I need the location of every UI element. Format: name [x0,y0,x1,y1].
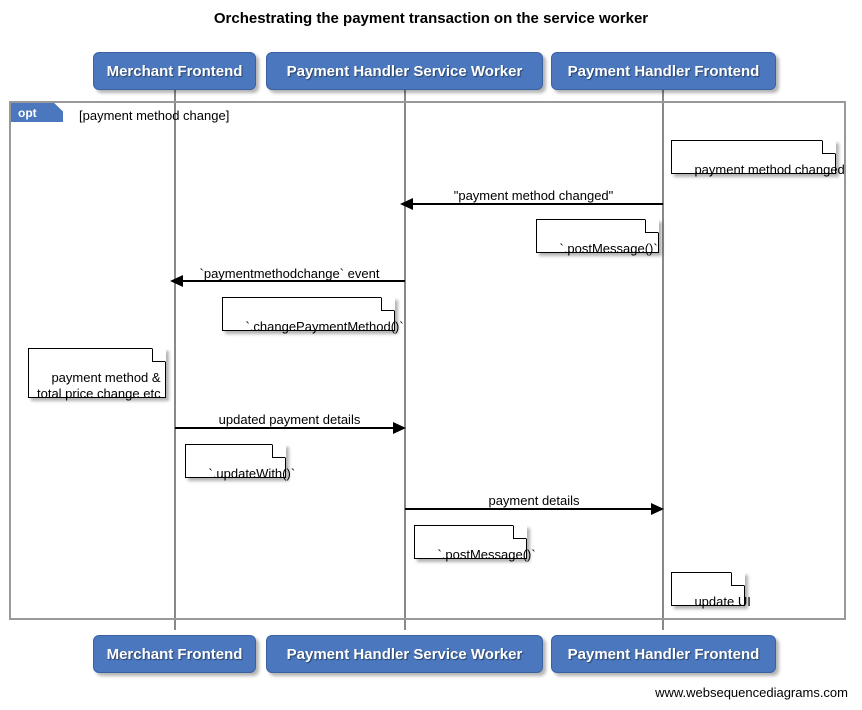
lifeline-merchant-frontend [174,90,176,630]
note-text: payment method changed [694,162,845,177]
actor-box-bottom-payment-handler-frontend[interactable]: Payment Handler Frontend [551,635,776,673]
note-update-with: `.updateWith()` [185,444,295,481]
note-change-payment-method: `.changePaymentMethod()` [222,297,404,334]
note-fold-corner-icon [272,445,285,458]
message-arrowhead-payment-details [651,503,664,515]
note-payment-method-total-price: payment method & total price change etc [28,348,166,401]
note-fold-corner-icon [381,298,394,311]
note-text: `.updateWith()` [208,466,296,481]
note-post-message-1: `.postMessage()` [536,219,659,256]
page-title: Orchestrating the payment transaction on… [213,10,649,27]
note-text: update UI [694,594,751,609]
note-fold-corner-icon [822,141,835,154]
actor-box-top-merchant-frontend[interactable]: Merchant Frontend [93,52,256,90]
message-arrowhead-paymentmethodchange-event [170,275,183,287]
message-line-updated-payment-details [175,427,395,429]
actor-box-bottom-merchant-frontend[interactable]: Merchant Frontend [93,635,256,673]
actor-box-top-payment-handler-frontend[interactable]: Payment Handler Frontend [551,52,776,90]
message-label-payment-method-changed: "payment method changed" [453,188,614,203]
message-label-updated-payment-details: updated payment details [218,412,361,427]
note-update-ui: update UI [671,572,751,609]
opt-fragment-label: opt [11,103,63,122]
note-text: `.changePaymentMethod()` [245,319,404,334]
note-text: payment method & total price change etc [37,370,161,401]
footer-watermark-url: www.websequencediagrams.com [655,685,848,700]
message-arrowhead-updated-payment-details [393,422,406,434]
note-fold-corner-icon [152,349,165,362]
opt-fragment-guard: [payment method change] [79,108,230,123]
note-fold-corner-icon [645,220,658,233]
message-line-payment-details [405,508,653,510]
lifeline-payment-handler-frontend [662,90,664,630]
note-post-message-2: `.postMessage()` [414,525,536,562]
note-fold-corner-icon [731,573,744,586]
message-arrowhead-payment-method-changed [400,198,413,210]
opt-fragment-frame [9,101,846,620]
note-payment-method-changed: payment method changed [671,140,845,177]
message-label-payment-details: payment details [488,493,580,508]
message-line-paymentmethodchange-event [182,280,405,282]
note-fold-corner-icon [513,526,526,539]
note-text: `.postMessage()` [437,547,536,562]
actor-box-top-payment-handler-service-worker[interactable]: Payment Handler Service Worker [266,52,543,90]
actor-box-bottom-payment-handler-service-worker[interactable]: Payment Handler Service Worker [266,635,543,673]
lifeline-payment-handler-service-worker [404,90,406,630]
message-line-payment-method-changed [412,203,663,205]
note-text: `.postMessage()` [559,241,658,256]
message-label-paymentmethodchange-event: `paymentmethodchange` event [199,266,380,281]
